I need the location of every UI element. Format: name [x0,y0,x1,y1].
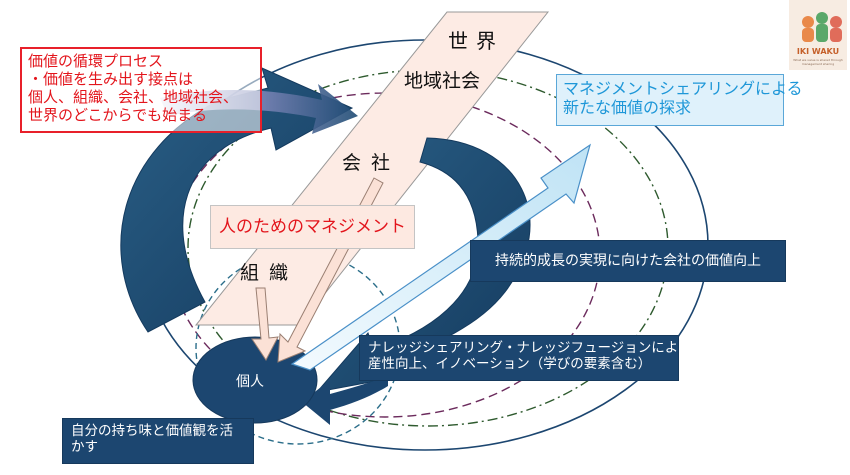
self-line-2: かす [71,439,98,456]
logo-figures [802,12,842,42]
knowledge-line-1: ナレッジシェアリング・ナレッジフュージョンによる生 [368,340,705,356]
people-management-box: 人のためのマネジメント [210,205,415,249]
self-line-1: 自分の持ち味と価値観を活 [71,423,233,439]
organization-to-individual-arrow [251,287,279,361]
world-label: 世界 [448,29,504,53]
knowledge-line-2: 産性向上、イノベーション（学びの要素含む） [368,356,652,373]
process-line-4: 世界のどこからでも始まる [28,106,208,124]
explore-line-2: 新たな価値の探求 [563,98,692,118]
process-line-1: 価値の循環プロセス [28,52,164,70]
cycle-arrow-left [120,67,354,333]
cycle-arrow-bottom [302,376,388,425]
knowledge-sharing-box: ナレッジシェアリング・ナレッジフュージョンによる生 産性向上、イノベーション（学… [359,335,705,381]
management-sharing-box: マネジメントシェアリングによる 新たな価値の探求 [556,74,803,126]
organization-label: 組織 [240,262,299,284]
value-cycle-process-box: 価値の循環プロセス ・価値を生み出す接点は 個人、組織、会社、地域社会、 世界の… [20,47,262,133]
individual-label: 個人 [236,374,264,390]
region-label: 地域社会 [404,70,481,92]
process-line-2: ・価値を生み出す接点は [28,70,194,88]
company-label: 会社 [342,152,401,174]
process-line-3: 個人、組織、会社、地域社会、 [28,88,239,106]
sustainable-growth-box: 持続的成長の実現に向けた会社の価値向上 [470,240,786,282]
value-explore-arrow [290,143,592,371]
explore-line-1: マネジメントシェアリングによる [563,79,803,98]
personal-values-box: 自分の持ち味と価値観を活 かす [62,418,254,464]
